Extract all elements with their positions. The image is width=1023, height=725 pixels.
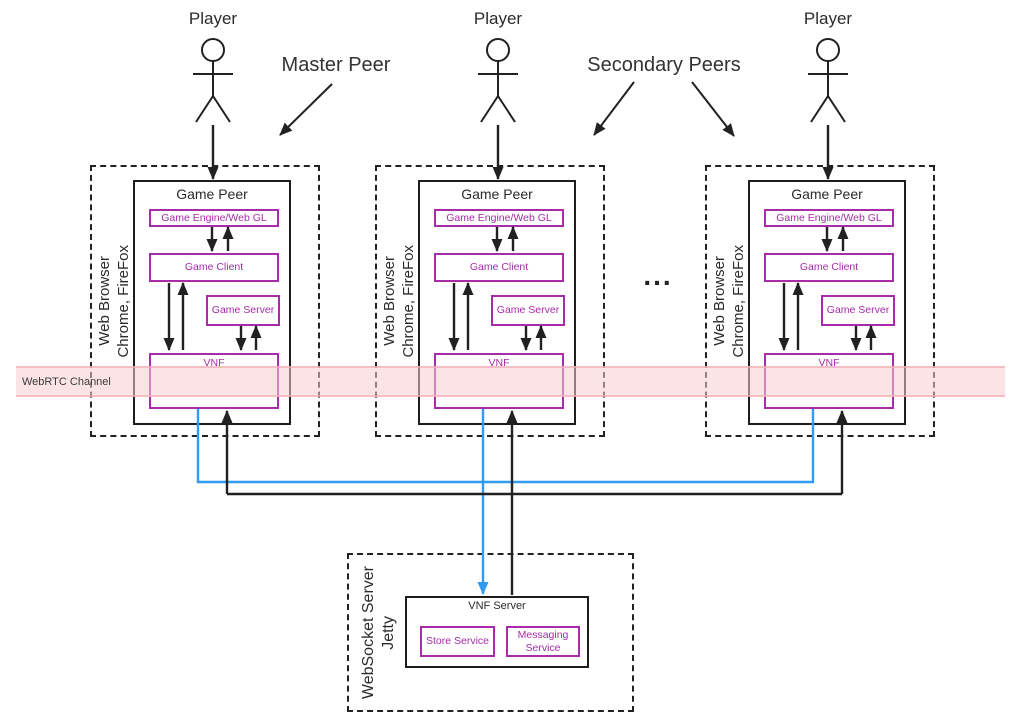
game-client-box: Game Client bbox=[764, 253, 894, 282]
vnf-server-box: VNF Server Store Service Messaging Servi… bbox=[405, 596, 589, 668]
websocket-server-label-line1: WebSocket Server bbox=[359, 565, 377, 700]
websocket-server-label-line2: Jetty bbox=[380, 615, 397, 650]
web-browser-box-1: Web Browser Chrome, FireFox Game Peer Ga… bbox=[90, 165, 320, 437]
store-service-box: Store Service bbox=[420, 626, 495, 657]
browser-label-line1: Web Browser bbox=[96, 256, 114, 346]
game-peer-box-1: Game Peer Game Engine/Web GL Game Client… bbox=[133, 180, 291, 425]
player-label-3: Player bbox=[803, 9, 853, 28]
browser-label-1: Web Browser Chrome, FireFox bbox=[93, 167, 135, 435]
player-label-2: Player bbox=[473, 9, 523, 28]
game-server-box: Game Server bbox=[821, 295, 895, 326]
browser-label-3: Web Browser Chrome, FireFox bbox=[711, 244, 747, 358]
messaging-service-box: Messaging Service bbox=[506, 626, 580, 657]
player-stick-figure-1 bbox=[193, 38, 233, 123]
player-stick-figure-2 bbox=[478, 38, 518, 123]
vnf-box: VNF bbox=[764, 353, 894, 409]
secondary-peers-arrow-right bbox=[691, 81, 735, 137]
vnf-box: VNF bbox=[434, 353, 564, 409]
game-engine-box: Game Engine/Web GL bbox=[434, 209, 564, 227]
master-peer-label: Master Peer bbox=[281, 54, 391, 76]
game-server-box: Game Server bbox=[491, 295, 565, 326]
game-server-box: Game Server bbox=[206, 295, 280, 326]
master-peer-arrow bbox=[279, 83, 333, 136]
websocket-server-box: WebSocket Server Jetty VNF Server Store … bbox=[347, 553, 634, 712]
game-engine-box: Game Engine/Web GL bbox=[764, 209, 894, 227]
secondary-peers-label: Secondary Peers bbox=[587, 54, 741, 76]
game-engine-box: Game Engine/Web GL bbox=[149, 209, 279, 227]
player-stick-figure-3 bbox=[808, 38, 848, 123]
game-peer-box-3: Game Peer Game Engine/Web GL Game Client… bbox=[748, 180, 906, 425]
browser-label-2: Web Browser Chrome, FireFox bbox=[381, 244, 417, 358]
game-client-box: Game Client bbox=[149, 253, 279, 282]
more-peers-ellipsis: ... bbox=[643, 260, 673, 291]
websocket-server-label: WebSocket Server Jetty bbox=[351, 555, 407, 710]
vnf-box: VNF bbox=[149, 353, 279, 409]
web-browser-box-2: Web Browser Chrome, FireFox Game Peer Ga… bbox=[375, 165, 605, 437]
game-client-box: Game Client bbox=[434, 253, 564, 282]
vnf-server-title: VNF Server bbox=[468, 600, 526, 612]
game-peer-box-2: Game Peer Game Engine/Web GL Game Client… bbox=[418, 180, 576, 425]
secondary-peers-arrow-left bbox=[593, 81, 635, 136]
web-browser-box-3: Web Browser Chrome, FireFox Game Peer Ga… bbox=[705, 165, 935, 437]
browser-label-line2: Chrome, FireFox bbox=[114, 244, 132, 358]
player-label-1: Player bbox=[188, 9, 238, 28]
game-peer-title: Game Peer bbox=[176, 186, 248, 202]
